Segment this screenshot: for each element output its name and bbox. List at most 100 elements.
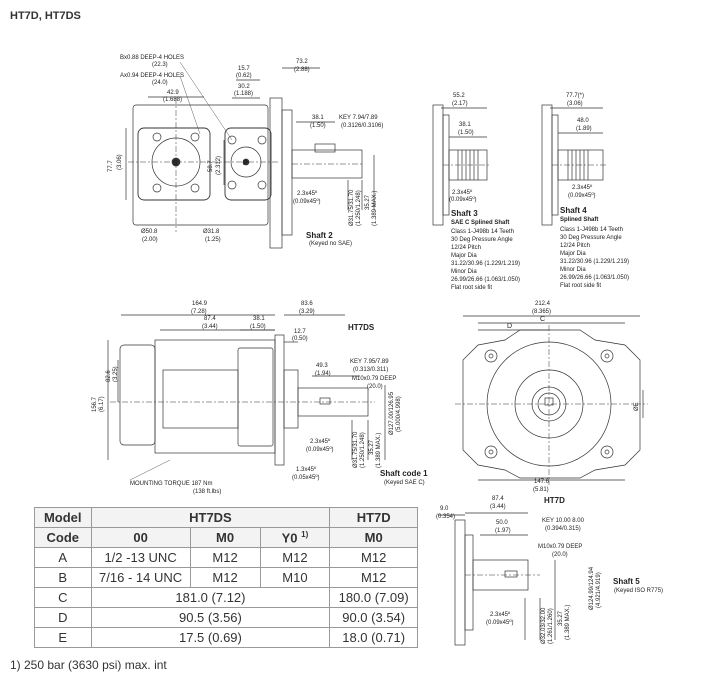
s3-dim-38-1: 38.1 bbox=[459, 122, 471, 128]
header-m0-ht7d: M0 bbox=[329, 527, 418, 548]
shaft3-title: Shaft 3 bbox=[451, 209, 478, 218]
ht7d-pilot-imperial: (4.921/4.919) bbox=[596, 572, 602, 608]
cell-m0: M12 bbox=[189, 547, 261, 568]
ht7d-dim-9-0: 9.0 bbox=[440, 506, 449, 512]
port-p: P bbox=[243, 160, 248, 167]
shaft4-title: Shaft 4 bbox=[560, 206, 587, 215]
ht7ds-chamfer: 2.3x45º bbox=[310, 438, 331, 445]
ht7d-dim-87-4: 87.4 bbox=[492, 496, 504, 502]
cell-ht7d: 90.0 (3.54) bbox=[329, 607, 418, 628]
dim-77-7-imperial: (3.06) bbox=[117, 154, 123, 170]
s4-dim-77-7-imperial: (3.06) bbox=[567, 101, 583, 107]
row-code: D bbox=[34, 607, 92, 628]
ht7ds-chamfer-imperial: (0.09x45º) bbox=[306, 446, 334, 453]
shaft4-line4: Major Dia bbox=[560, 251, 586, 257]
s3-chamfer-imperial: (0.09x45º) bbox=[449, 196, 477, 203]
chamfer-imperial: (0.09x45º) bbox=[293, 198, 321, 205]
dim-30-2-imperial: (1.188) bbox=[234, 91, 253, 97]
ht7ds-dim-12-7: 12.7 bbox=[294, 329, 306, 335]
ht7ds-thread-dim: (20.0) bbox=[367, 384, 383, 390]
holes-a-dim: (24.0) bbox=[152, 80, 168, 86]
ht7d-label: HT7D bbox=[544, 496, 565, 505]
ht7ds-dim-38-1: 38.1 bbox=[253, 316, 265, 322]
dim-42-9: 42.9 bbox=[167, 90, 179, 96]
port-s: S bbox=[173, 160, 178, 167]
drawing-ht7d-side bbox=[438, 512, 556, 646]
drawing-shaft2 bbox=[125, 61, 375, 249]
header-ht7d: HT7D bbox=[329, 507, 418, 528]
s4-chamfer: 2.3x45º bbox=[572, 184, 593, 191]
ht7ds-key: KEY 7.95/7.89 bbox=[350, 359, 389, 365]
key-dim: (0.3126/0.3106) bbox=[341, 123, 383, 129]
shaft2-title: Shaft 2 bbox=[306, 231, 333, 240]
header-ht7ds: HT7DS bbox=[90, 507, 331, 528]
shaft3-line8: Flat root side fit bbox=[451, 285, 492, 291]
cell-ht7d: M12 bbox=[329, 547, 418, 568]
table-row: B 7/16 - 14 UNC M12 M10 M12 bbox=[34, 567, 418, 588]
shaft3-line3: 12/24 Pitch bbox=[451, 245, 481, 251]
shaft4-subtitle: Splined Shaft bbox=[560, 217, 598, 223]
ht7ds-label: HT7DS bbox=[348, 323, 375, 332]
ht7d-dim-35-27: 35.27 bbox=[558, 610, 564, 626]
cell-ht7d: 180.0 (7.09) bbox=[329, 587, 418, 608]
ht7ds-key-dim: (0.313/0.311) bbox=[353, 367, 388, 373]
dim-58-7: 58.7 bbox=[208, 160, 214, 172]
cell-y0: M10 bbox=[259, 567, 331, 588]
ht7d-dim-9-0-imperial: (0.354) bbox=[436, 514, 455, 520]
shaft4-line6: Minor Dia bbox=[560, 267, 586, 273]
header-y0: Y0 1) bbox=[259, 527, 331, 548]
row-code: C bbox=[34, 587, 92, 608]
dim-73-2: 73.2 bbox=[296, 59, 308, 65]
cell-ht7d: M12 bbox=[329, 567, 418, 588]
shaft3-line1: Class 1-J498b 14 Teeth bbox=[451, 229, 514, 235]
drawing-front-view bbox=[455, 315, 648, 485]
s4-chamfer-imperial: (0.09x45º) bbox=[568, 192, 596, 199]
shaft1-title: Shaft code 1 bbox=[380, 469, 428, 478]
dim-50-8: Ø50.8 bbox=[141, 229, 158, 235]
front-c: C bbox=[540, 316, 545, 323]
ht7ds-dim-87-4: 87.4 bbox=[204, 316, 216, 322]
ht7d-shaft-dia-imperial: (1.261/1.260) bbox=[548, 608, 554, 644]
shaft3-line7: 26.99/26.66 (1.063/1.050) bbox=[451, 277, 520, 283]
ht7d-key: KEY 10.00 8.00 bbox=[542, 518, 585, 524]
dim-58-7-imperial: (2.312) bbox=[216, 156, 222, 175]
shaft5-subtitle: (Keyed ISO R775) bbox=[614, 588, 663, 594]
key-label: KEY 7.94/7.89 bbox=[339, 115, 378, 121]
front-e: ØE bbox=[634, 402, 640, 411]
ht7ds-dim-82-6-imperial: (3.25) bbox=[113, 366, 119, 382]
s3-dim-38-1-imperial: (1.50) bbox=[458, 130, 474, 136]
cell-ht7d: 18.0 (0.71) bbox=[329, 627, 418, 648]
shaft4-line2: 30 Deg Pressure Angle bbox=[560, 235, 622, 241]
shaft4-line1: Class 1-J498b 14 Teeth bbox=[560, 227, 623, 233]
dim-73-2-imperial: (2.88) bbox=[294, 67, 310, 73]
footnote: 1) 250 bar (3630 psi) max. int bbox=[10, 658, 167, 672]
front-dim-212-4: 212.4 bbox=[535, 301, 551, 307]
row-code: B bbox=[34, 567, 92, 588]
ht7d-dim-35-27-imperial: (1.389 MAX.) bbox=[565, 605, 571, 640]
shaft3-line4: Major Dia bbox=[451, 253, 477, 259]
s3-dim-55-2-imperial: (2.17) bbox=[452, 101, 468, 107]
ht7d-dim-50-0: 50.0 bbox=[496, 520, 508, 526]
front-dim-147-6: 147.6 bbox=[534, 479, 550, 485]
table-row: A 1/2 -13 UNC M12 M12 M12 bbox=[34, 547, 418, 568]
ht7d-shaft-dia: Ø32.03/32.00 bbox=[541, 607, 547, 644]
holes-b-dim: (22.3) bbox=[152, 62, 168, 68]
header-y0-text: Y0 bbox=[281, 530, 298, 546]
front-dim-147-6-imperial: (5.81) bbox=[533, 487, 549, 493]
ht7d-chamfer-imperial: (0.09x45º) bbox=[486, 619, 514, 626]
ht7ds-pilot-imperial: (5.000/4.998) bbox=[396, 396, 402, 432]
header-code: Code bbox=[34, 527, 92, 548]
ht7ds-ch2: 1.3x45º bbox=[296, 466, 317, 473]
shaft4-line8: Flat root side fit bbox=[560, 283, 601, 289]
shaft4-line5: 31.22/30.96 (1.229/1.219) bbox=[560, 259, 629, 265]
dim-35-27-imperial: (1.389 MAX.) bbox=[372, 191, 378, 226]
ht7d-chamfer: 2.3x45º bbox=[490, 611, 511, 618]
dim-30-2: 30.2 bbox=[238, 84, 250, 90]
shaft3-subtitle: SAE C Splined Shaft bbox=[451, 220, 509, 226]
dimension-table: Model HT7DS HT7D Code 00 M0 Y0 1) M0 A 1… bbox=[34, 507, 418, 648]
dim-38-1-imperial: (1.50) bbox=[310, 123, 326, 129]
drawing-ht7ds-side bbox=[107, 314, 386, 481]
shaft2-subtitle: (Keyed no SAE) bbox=[309, 241, 352, 247]
ht7ds-dim-49-3-imperial: (1.94) bbox=[315, 371, 331, 377]
